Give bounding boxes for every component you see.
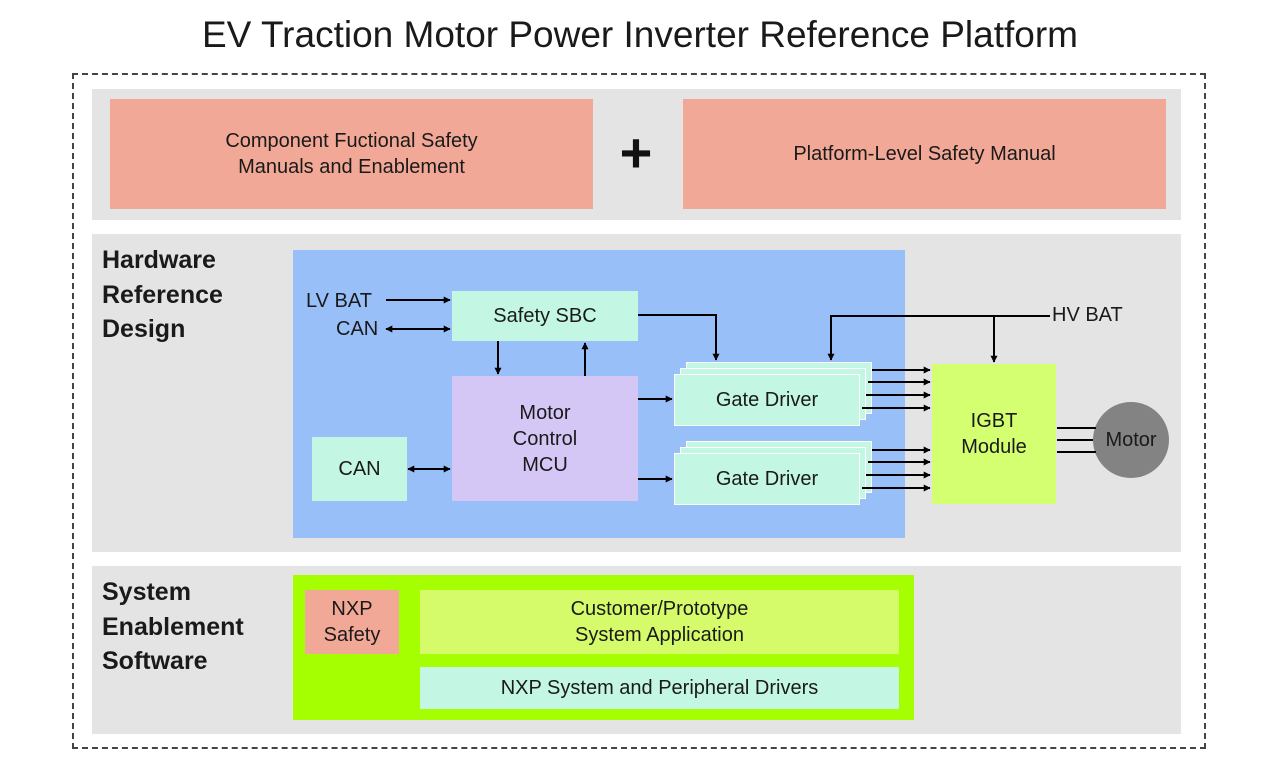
can-box: CAN <box>312 437 407 501</box>
motor-control-mcu-box: Motor Control MCU <box>452 376 638 501</box>
gate-driver-2-box: Gate Driver <box>674 453 860 505</box>
hv-bat-label: HV BAT <box>1052 304 1123 326</box>
gate-driver-1-box: Gate Driver <box>674 374 860 426</box>
igbt-module-box: IGBT Module <box>932 364 1056 504</box>
customer-application-box: Customer/Prototype System Application <box>420 590 899 654</box>
component-safety-manuals-box: Component Fuctional Safety Manuals and E… <box>110 99 593 209</box>
hardware-section-label: Hardware Reference Design <box>102 246 223 343</box>
motor-circle: Motor <box>1093 402 1169 478</box>
software-section-label: System Enablement Software <box>102 578 244 675</box>
platform-safety-manual-box: Platform-Level Safety Manual <box>683 99 1166 209</box>
lv-bat-label: LV BAT <box>306 290 372 312</box>
can-bus-label: CAN <box>336 318 379 340</box>
nxp-safety-box: NXP Safety <box>305 590 399 654</box>
plus-sign: + <box>619 120 653 184</box>
sbc-to-gate-driver-arrow <box>638 314 720 361</box>
diagram-title: EV Traction Motor Power Inverter Referen… <box>201 14 1078 55</box>
hv-bat-to-gate-driver-arrow <box>827 315 1050 361</box>
safety-sbc-box: Safety SBC <box>452 291 638 341</box>
platform-boundary <box>72 73 1206 749</box>
peripheral-drivers-box: NXP System and Peripheral Drivers <box>420 667 899 709</box>
